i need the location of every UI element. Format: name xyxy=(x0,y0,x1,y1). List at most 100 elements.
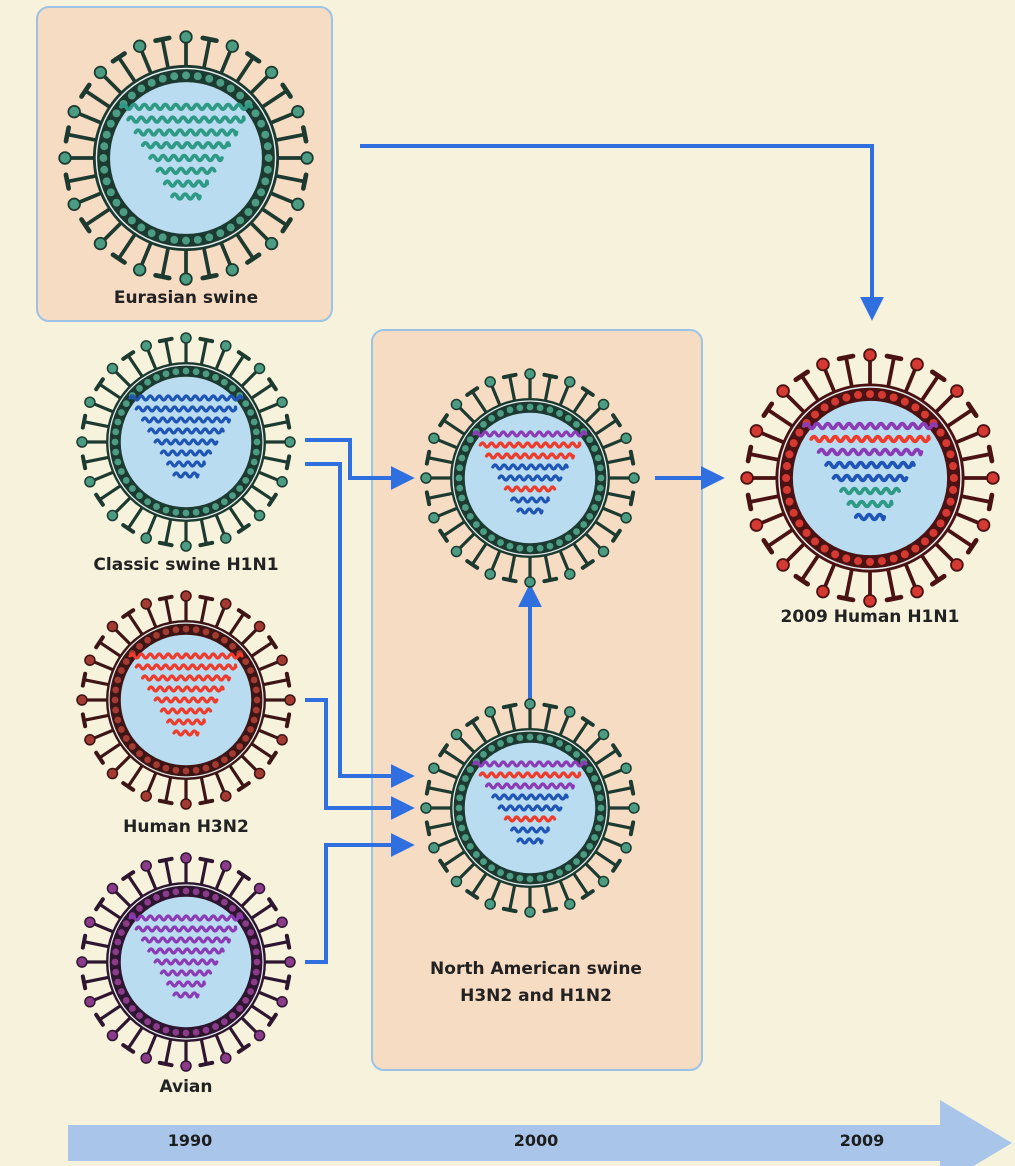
matrix-bead xyxy=(114,938,122,946)
spike-bar xyxy=(198,336,215,344)
spike-bar xyxy=(79,82,92,99)
matrix-bead xyxy=(458,784,466,792)
matrix-bead xyxy=(136,642,143,650)
gene-segment xyxy=(147,427,225,435)
spike-knob xyxy=(140,1052,152,1064)
matrix-bead xyxy=(573,750,580,758)
matrix-bead xyxy=(192,368,200,376)
matrix-bead xyxy=(212,632,219,639)
matrix-bead xyxy=(247,988,254,995)
matrix-bead xyxy=(877,557,886,566)
matrix-bead xyxy=(242,734,250,742)
spike-bar xyxy=(198,798,215,806)
matrix-bead xyxy=(586,512,594,520)
spike xyxy=(164,596,173,626)
virus-eurasian xyxy=(58,30,314,286)
spike-knob xyxy=(986,471,1000,485)
spike-knob xyxy=(620,512,632,524)
matrix-bead xyxy=(546,406,554,414)
spike xyxy=(164,774,173,804)
spike xyxy=(227,763,246,789)
spike-knob xyxy=(450,875,463,888)
matrix-bead xyxy=(144,898,152,906)
matrix-bead xyxy=(122,920,130,928)
matrix-bead xyxy=(250,676,258,684)
matrix-bead xyxy=(106,119,115,128)
gene-segment xyxy=(491,463,569,471)
matrix-bead xyxy=(111,696,119,704)
matrix-bead xyxy=(854,390,863,399)
spike-bar xyxy=(236,523,251,534)
matrix-bead xyxy=(949,473,958,483)
spike xyxy=(199,596,208,626)
spike xyxy=(201,37,212,71)
spike-knob xyxy=(225,39,240,53)
matrix-bead xyxy=(250,418,258,426)
matrix-bead xyxy=(158,233,167,242)
spike-bar xyxy=(284,413,292,430)
matrix-bead xyxy=(127,91,136,100)
spike-knob xyxy=(93,65,108,80)
spike xyxy=(470,541,489,567)
matrix-bead xyxy=(137,84,146,93)
matrix-bead xyxy=(497,410,504,417)
spike-bar xyxy=(424,449,432,466)
matrix-bead xyxy=(591,834,598,841)
matrix-bead xyxy=(136,1012,143,1020)
matrix-bead xyxy=(936,519,945,528)
gene-segment xyxy=(831,473,909,483)
spike xyxy=(571,871,590,897)
matrix-bead xyxy=(153,374,160,381)
gene-segment xyxy=(126,115,246,124)
spike-knob xyxy=(524,368,536,380)
spike-knob xyxy=(76,694,88,706)
spike-knob xyxy=(749,518,764,532)
spike-knob xyxy=(67,197,81,212)
matrix-bead xyxy=(462,775,469,782)
matrix-bead xyxy=(257,188,266,197)
matrix-bead xyxy=(172,626,180,634)
spike xyxy=(227,873,246,899)
spike-knob xyxy=(84,734,96,746)
matrix-bead xyxy=(182,236,190,245)
spike-knob xyxy=(180,540,192,552)
gene-segment xyxy=(809,434,931,444)
matrix-bead xyxy=(594,824,602,832)
matrix-bead xyxy=(811,410,820,419)
spike-knob xyxy=(180,852,192,864)
matrix-bead xyxy=(911,544,920,553)
matrix-bead xyxy=(102,130,111,139)
spike-bar xyxy=(284,671,292,688)
spike-bar xyxy=(198,540,215,548)
arrow-human-to-na-bottom xyxy=(305,698,415,820)
matrix-bead xyxy=(597,474,605,482)
spike-bar xyxy=(501,576,518,584)
spike-bar xyxy=(745,492,754,512)
spike xyxy=(765,407,796,429)
spike-knob xyxy=(597,728,610,741)
label-2009-human-h1n1: 2009 Human H1N1 xyxy=(781,607,960,627)
spike-knob xyxy=(264,65,279,80)
arrow-classic-to-na-bottom xyxy=(305,462,415,788)
spike-bar xyxy=(301,125,309,144)
spike xyxy=(571,389,590,415)
matrix-bead xyxy=(153,503,160,510)
matrix-bead xyxy=(488,534,496,542)
matrix-bead xyxy=(789,439,798,448)
matrix-bead xyxy=(929,528,938,537)
spike-knob xyxy=(179,272,193,286)
matrix-bead xyxy=(172,888,180,896)
matrix-bead xyxy=(153,894,160,901)
spike-bar xyxy=(121,350,136,361)
matrix-bead xyxy=(546,736,554,744)
spike xyxy=(126,1025,145,1051)
spike-bar xyxy=(80,454,88,471)
matrix-bead xyxy=(114,676,122,684)
gene-segment xyxy=(153,438,219,446)
spike-knob xyxy=(220,340,232,352)
spike xyxy=(508,552,517,582)
spike-knob xyxy=(276,996,288,1008)
matrix-bead xyxy=(182,887,190,895)
spike-knob xyxy=(450,398,463,411)
